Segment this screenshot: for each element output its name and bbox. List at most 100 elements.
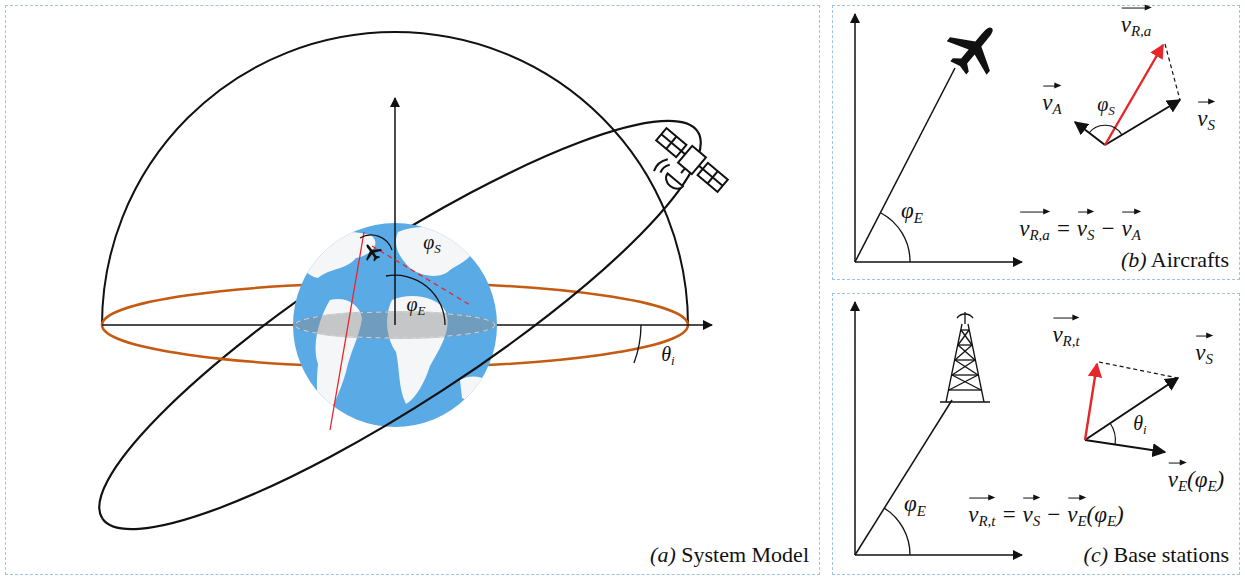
- tower-icon: [940, 401, 990, 402]
- symbol-letter: v: [1197, 106, 1207, 131]
- angle-symbol: θi: [1133, 412, 1146, 437]
- operator: −: [1040, 502, 1067, 527]
- label-anchor: θi: [1133, 412, 1146, 437]
- angle-arc: [360, 235, 392, 250]
- math-label: φE: [406, 293, 425, 318]
- vector-symbol: vR,a: [1121, 5, 1152, 40]
- earth: [396, 227, 473, 276]
- symbol-letter: φ: [1195, 467, 1208, 492]
- subscript: E: [1178, 478, 1187, 494]
- label-anchor: φE: [904, 491, 926, 519]
- z-axis: [394, 98, 396, 325]
- symbol-letter: φ: [904, 491, 917, 516]
- subscript: E: [1207, 478, 1216, 494]
- panel-title: Base stations: [1108, 542, 1229, 567]
- panel-letter: (b): [1121, 247, 1147, 272]
- symbol-letter: v: [968, 502, 978, 527]
- subscript: E: [917, 503, 926, 519]
- tower-icon: [958, 345, 975, 360]
- label-anchor: θi: [661, 343, 674, 368]
- subscript: i: [1143, 422, 1147, 437]
- subscript: S: [1205, 351, 1212, 367]
- subscript: R,a: [1029, 227, 1049, 243]
- aircraft-icon: [359, 239, 384, 264]
- angle-symbol: φS: [423, 231, 441, 256]
- y-axis: [854, 302, 856, 555]
- orbit-back: [60, 66, 698, 518]
- tower-icon: [952, 375, 981, 390]
- tower-icon: [949, 389, 981, 390]
- math-label: θi: [661, 343, 674, 368]
- relative-velocity-arrow: [1085, 364, 1097, 440]
- label-anchor: vR,a = vS − vA: [1019, 209, 1141, 244]
- orbit-front: [102, 132, 740, 580]
- inclination-arc: [634, 325, 641, 363]
- label-anchor: vE(φE): [1168, 460, 1225, 495]
- angle-symbol: θi: [661, 343, 674, 368]
- angle-arc: [1110, 423, 1115, 445]
- earth: [300, 232, 376, 278]
- orbit-back: [60, 66, 698, 518]
- label-anchor: vS: [1197, 99, 1215, 134]
- subscript: A: [1132, 227, 1141, 243]
- tower-icon: [958, 330, 969, 345]
- operator: (: [1087, 502, 1095, 527]
- tower-icon: [952, 374, 978, 375]
- tower-icon: [949, 375, 978, 390]
- satellite-icon: [662, 173, 682, 192]
- subscript: S: [1108, 103, 1115, 118]
- operator: (: [1187, 467, 1195, 492]
- panel-title: System Model: [676, 542, 809, 567]
- vector-symbol: vS: [1077, 209, 1095, 244]
- angle-symbol: φE: [1094, 502, 1116, 530]
- symbol-letter: v: [1121, 216, 1131, 241]
- math-label: φS: [423, 231, 441, 256]
- angle-symbol: φS: [1097, 93, 1115, 118]
- symbol-letter: φ: [406, 293, 417, 315]
- symbol-letter: v: [1023, 502, 1033, 527]
- tower-icon: [952, 360, 975, 375]
- math-label: vR,t: [1052, 315, 1079, 350]
- vector-symbol: vE: [1168, 460, 1187, 495]
- symbol-letter: φ: [901, 198, 914, 223]
- tower-icon: [940, 312, 990, 402]
- x-axis: [855, 261, 1022, 263]
- symbol-letter: φ: [1094, 502, 1107, 527]
- dashed-guide: [1165, 44, 1180, 100]
- base-station-panel: [855, 302, 1178, 555]
- elevation-line: [855, 68, 955, 262]
- tower-icon: [955, 345, 972, 360]
- symbol-letter: v: [1121, 12, 1131, 37]
- symbol-letter: θ: [661, 343, 671, 365]
- aircraft-icon: [938, 11, 1011, 84]
- tower-icon: [955, 359, 975, 360]
- vector-symbol: vS: [1195, 333, 1213, 368]
- symbol-letter: v: [1019, 216, 1029, 241]
- symbol-letter: θ: [1133, 412, 1143, 434]
- satellite-icon: [699, 166, 703, 169]
- panel-letter: (c): [1084, 542, 1108, 567]
- operator: =: [995, 502, 1022, 527]
- aircraft-icon: [938, 11, 1011, 84]
- label-anchor: φE: [406, 293, 425, 318]
- symbol-letter: v: [1067, 502, 1077, 527]
- vector-arrow: [1105, 100, 1180, 145]
- subscript: S: [1087, 227, 1094, 243]
- system-model: [60, 32, 740, 580]
- label-anchor: φE: [901, 198, 923, 226]
- math-label: vS: [1195, 333, 1213, 368]
- math-label: φE: [904, 491, 926, 519]
- satellite-icon: [653, 157, 668, 173]
- symbol-letter: φ: [1097, 93, 1108, 115]
- label-anchor: vR,t: [1052, 315, 1079, 350]
- elevation-line: [855, 400, 952, 555]
- panel-frame: (c) Base stations: [832, 293, 1240, 575]
- subscript: A: [1053, 101, 1062, 117]
- vector-symbol: vE: [1067, 495, 1086, 530]
- satellite-icon: [698, 163, 728, 192]
- subscript: R,t: [978, 513, 995, 529]
- math-label: vS: [1197, 99, 1215, 134]
- operator: ): [1116, 502, 1124, 527]
